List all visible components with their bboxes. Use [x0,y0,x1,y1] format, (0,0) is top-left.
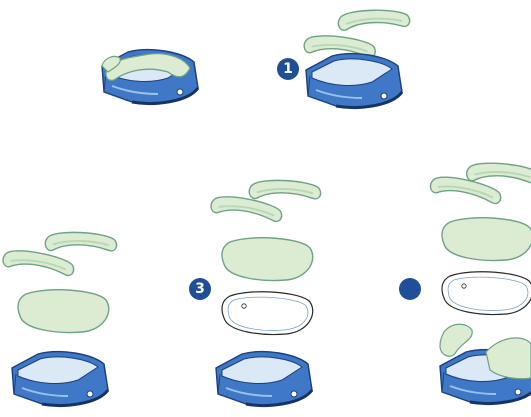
bolster-cushion-icon [428,170,505,210]
mat-pad-icon [441,217,531,262]
bolster-cushion-icon [485,337,531,380]
step-4-illustration [428,159,531,405]
bolster-cushion-icon [0,244,77,282]
step-3-badge: 3 [189,278,211,300]
mat-pad-icon [221,237,314,282]
assembled-tub [100,48,200,105]
bolster-cushion-icon [43,229,119,257]
step-4-badge [399,278,421,300]
mat-frame-icon [441,271,531,316]
bolster-cushion-icon [208,190,285,228]
step-3-illustration [208,177,323,407]
head-support-icon [439,323,473,357]
bath-tub-icon [214,350,314,407]
step-1-illustration [302,9,411,109]
bath-tub-icon [10,350,110,407]
bolster-cushion-icon [247,177,323,205]
bath-tub-icon [304,52,404,109]
step-1-badge: 1 [277,58,299,80]
bolster-cushion-icon [105,52,191,81]
mat-frame-icon [221,291,314,336]
step-2-illustration [0,229,119,407]
bolster-cushion-icon [337,9,411,32]
mat-pad-icon [17,289,110,334]
